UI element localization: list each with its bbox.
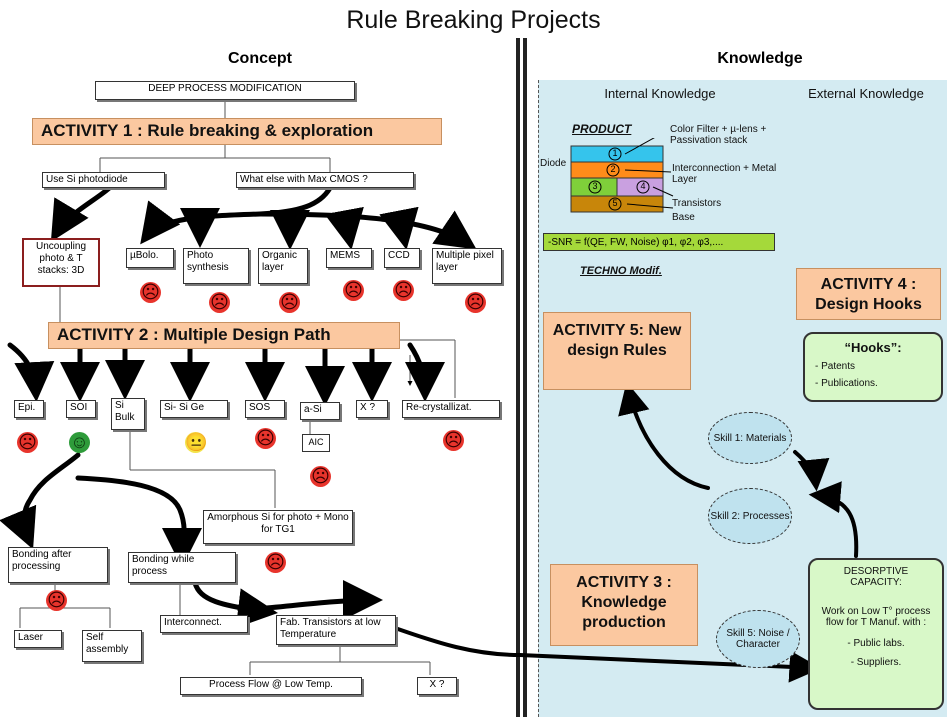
option-si-sige: Si- Si Ge [160,400,228,418]
sad-face-icon: ☹ [443,430,464,451]
skill-1-bubble: Skill 1: Materials [708,412,792,464]
option-epi: Epi. [14,400,44,418]
product-layer-stack [570,138,674,213]
sad-face-icon: ☹ [465,292,486,313]
activity-2-box: ACTIVITY 2 : Multiple Design Path [48,322,400,349]
snr-formula-box: -SNR = f(QE, FW, Noise) φ1, φ2, φ3,.... [543,233,775,251]
sad-face-icon: ☹ [393,280,414,301]
x-box-2: X ? [417,677,457,695]
option-ccd: CCD [384,248,420,268]
desorptive-item-public-labs: - Public labs. [847,638,905,649]
bonding-while-box: Bonding while process [128,552,236,583]
desorptive-item-suppliers: - Suppliers. [850,657,902,668]
happy-face-icon: ☺ [69,432,90,453]
sad-face-icon: ☹ [343,280,364,301]
stack-label-interconnection: Interconnection + Metal Layer [672,163,777,185]
diode-label: Diode [540,158,567,169]
interconnect-box: Interconnect. [160,615,248,633]
activity-4-box: ACTIVITY 4 : Design Hooks [796,268,941,320]
option-multiple-pixel-layer: Multiple pixel layer [432,248,502,284]
sad-face-icon: ☹ [140,282,161,303]
uncoupling-box: Uncoupling photo & T stacks: 3D [22,238,100,287]
fab-transistors-box: Fab. Transistors at low Temperature [276,615,396,645]
option-organic-layer: Organic layer [258,248,308,284]
internal-knowledge-label: Internal Knowledge [604,86,716,101]
activity-5-box: ACTIVITY 5: New design Rules [543,312,691,390]
layer-number-4: 4 [640,181,646,191]
deep-process-box: DEEP PROCESS MODIFICATION [95,81,355,100]
sad-face-icon: ☹ [255,428,276,449]
knowledge-heading: Knowledge [717,50,803,67]
sad-face-icon: ☹ [209,292,230,313]
skill-1-label: Skill 1: Materials [713,432,787,444]
neutral-face-icon: 😐 [185,432,208,453]
laser-box: Laser [14,630,62,648]
sad-face-icon: ☹ [265,552,286,573]
process-flow-box: Process Flow @ Low Temp. [180,677,362,695]
divider-2 [523,38,527,717]
external-knowledge-label: External Knowledge [808,86,924,101]
option-mems: MEMS [326,248,372,268]
stack-label-transistors: Transistors [672,198,722,209]
desorptive-capacity-box: DESORPTIVE CAPACITY: Work on Low T° proc… [808,558,944,710]
option-a-si: a-Si [300,402,340,420]
page-title: Rule Breaking Projects [346,6,601,34]
skill-5-label: Skill 5: Noise / Character [726,628,790,650]
skill-5-bubble: Skill 5: Noise / Character [716,610,800,668]
option-x: X ? [356,400,388,418]
hooks-item-patents: - Patents [815,361,856,372]
option-recrystallization: Re-crystallizat. [402,400,500,418]
sad-face-icon: ☹ [17,432,38,453]
self-assembly-box: Self assembly [82,630,142,662]
sad-face-icon: ☹ [46,590,67,611]
use-si-box: Use Si photodiode [42,172,165,188]
hooks-title: “Hooks”: [844,340,902,355]
sad-face-icon: ☹ [279,292,300,313]
skill-2-bubble: Skill 2: Processes [708,488,792,544]
layer-number-2: 2 [610,164,616,174]
option-si-bulk: Si Bulk [111,398,145,430]
what-else-box: What else with Max CMOS ? [236,172,414,188]
activity-1-box: ACTIVITY 1 : Rule breaking & exploration [32,118,442,145]
option-sos: SOS [245,400,285,418]
desorptive-body: Work on Low T° process flow for T Manuf.… [821,606,931,628]
option-soi: SOI [66,400,96,418]
layer-number-3: 3 [592,181,598,191]
techno-modif-label: TECHNO Modif. [580,265,662,277]
divider [516,38,520,717]
hooks-item-publications: - Publications. [815,378,878,389]
product-label: PRODUCT [572,122,632,136]
skill-2-label: Skill 2: Processes [710,510,790,522]
stack-label-base: Base [672,212,695,223]
bonding-after-box: Bonding after processing [8,547,108,583]
activity-3-box: ACTIVITY 3 : Knowledge production [550,564,698,646]
concept-heading: Concept [228,50,292,67]
stack-label-color-filter: Color Filter + µ-lens + Passivation stac… [670,124,767,146]
sad-face-icon: ☹ [310,466,331,487]
option-photo-synthesis: Photo synthesis [183,248,249,284]
layer-number-5: 5 [612,198,618,208]
layer-number-1: 1 [612,148,618,158]
desorptive-title: DESORPTIVE CAPACITY: [843,566,909,588]
amorphous-si-box: Amorphous Si for photo + Mono for TG1 [203,510,353,544]
aic-box: AIC [302,434,330,452]
option-ubolo: µBolo. [126,248,174,268]
hooks-box: “Hooks”: - Patents - Publications. [803,332,943,402]
